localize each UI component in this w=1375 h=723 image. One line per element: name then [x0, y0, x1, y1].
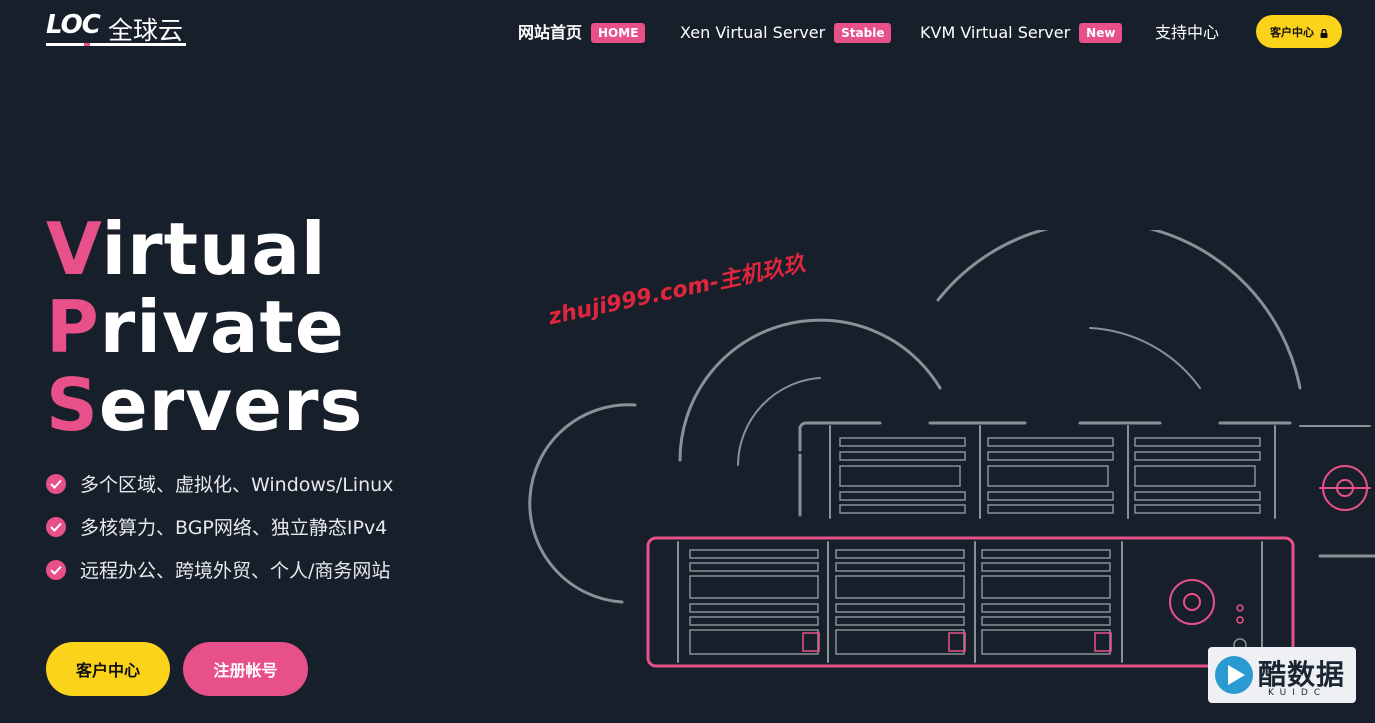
nav-home-label: 网站首页 [518, 23, 583, 42]
lock-icon [1320, 28, 1328, 38]
hero-rest-servers: ervers [98, 363, 364, 447]
logo-latin: LOC [46, 10, 101, 40]
hero-initial-p: P [46, 285, 100, 369]
client-center-label: 客户中心 [1270, 25, 1314, 39]
check-circle-icon [46, 473, 66, 494]
logo-underline [46, 43, 186, 46]
corner-watermark-logo: 酷数据 KUIDC [1208, 647, 1356, 703]
hero-client-center-label: 客户中心 [75, 661, 140, 680]
feature-item: 多个区域、虚拟化、Windows/Linux [46, 470, 393, 497]
hero-rest-virtual: irtual [101, 207, 327, 291]
hero-rest-private: rivate [99, 285, 345, 369]
hero-client-center-button[interactable]: 客户中心 [46, 642, 170, 696]
nav-support[interactable]: 支持中心 [1155, 20, 1219, 46]
register-button[interactable]: 注册帐号 [183, 642, 308, 696]
site-logo[interactable]: LOC 全球云 [46, 10, 188, 50]
hero-line-servers: Servers [46, 366, 363, 444]
check-circle-icon [46, 516, 66, 537]
nav-support-label: 支持中心 [1155, 23, 1220, 42]
hero-initial-v: V [46, 207, 102, 291]
nav-home[interactable]: 网站首页 HOME [518, 20, 646, 46]
hero-line-private: Private [46, 288, 345, 366]
nav-xen-label: Xen Virtual Server [680, 23, 826, 42]
corner-logo-sub: KUIDC [1268, 688, 1327, 698]
logo-dot [84, 43, 90, 46]
nav-kvm-label: KVM Virtual Server [920, 23, 1071, 42]
logo-chinese: 全球云 [108, 16, 184, 45]
feature-text: 多核算力、BGP网络、独立静态IPv4 [80, 517, 388, 539]
play-logo-icon [1215, 656, 1253, 694]
nav-home-badge: HOME [591, 23, 646, 43]
feature-item: 多核算力、BGP网络、独立静态IPv4 [46, 513, 387, 540]
feature-text: 远程办公、跨境外贸、个人/商务网站 [80, 560, 391, 582]
register-label: 注册帐号 [213, 661, 278, 680]
server-rack-illustration [528, 230, 1375, 668]
hero-line-virtual: Virtual [46, 210, 327, 288]
feature-item: 远程办公、跨境外贸、个人/商务网站 [46, 556, 390, 583]
nav-xen[interactable]: Xen Virtual Server Stable [680, 20, 892, 46]
feature-text: 多个区域、虚拟化、Windows/Linux [80, 474, 394, 496]
corner-logo-text: 酷数据 [1258, 658, 1346, 691]
client-center-button[interactable]: 客户中心 [1256, 15, 1342, 48]
nav-xen-badge: Stable [834, 23, 892, 43]
check-circle-icon [46, 559, 66, 580]
nav-kvm[interactable]: KVM Virtual Server New [920, 20, 1123, 46]
hero-initial-s: S [46, 363, 99, 447]
nav-kvm-badge: New [1079, 23, 1123, 43]
